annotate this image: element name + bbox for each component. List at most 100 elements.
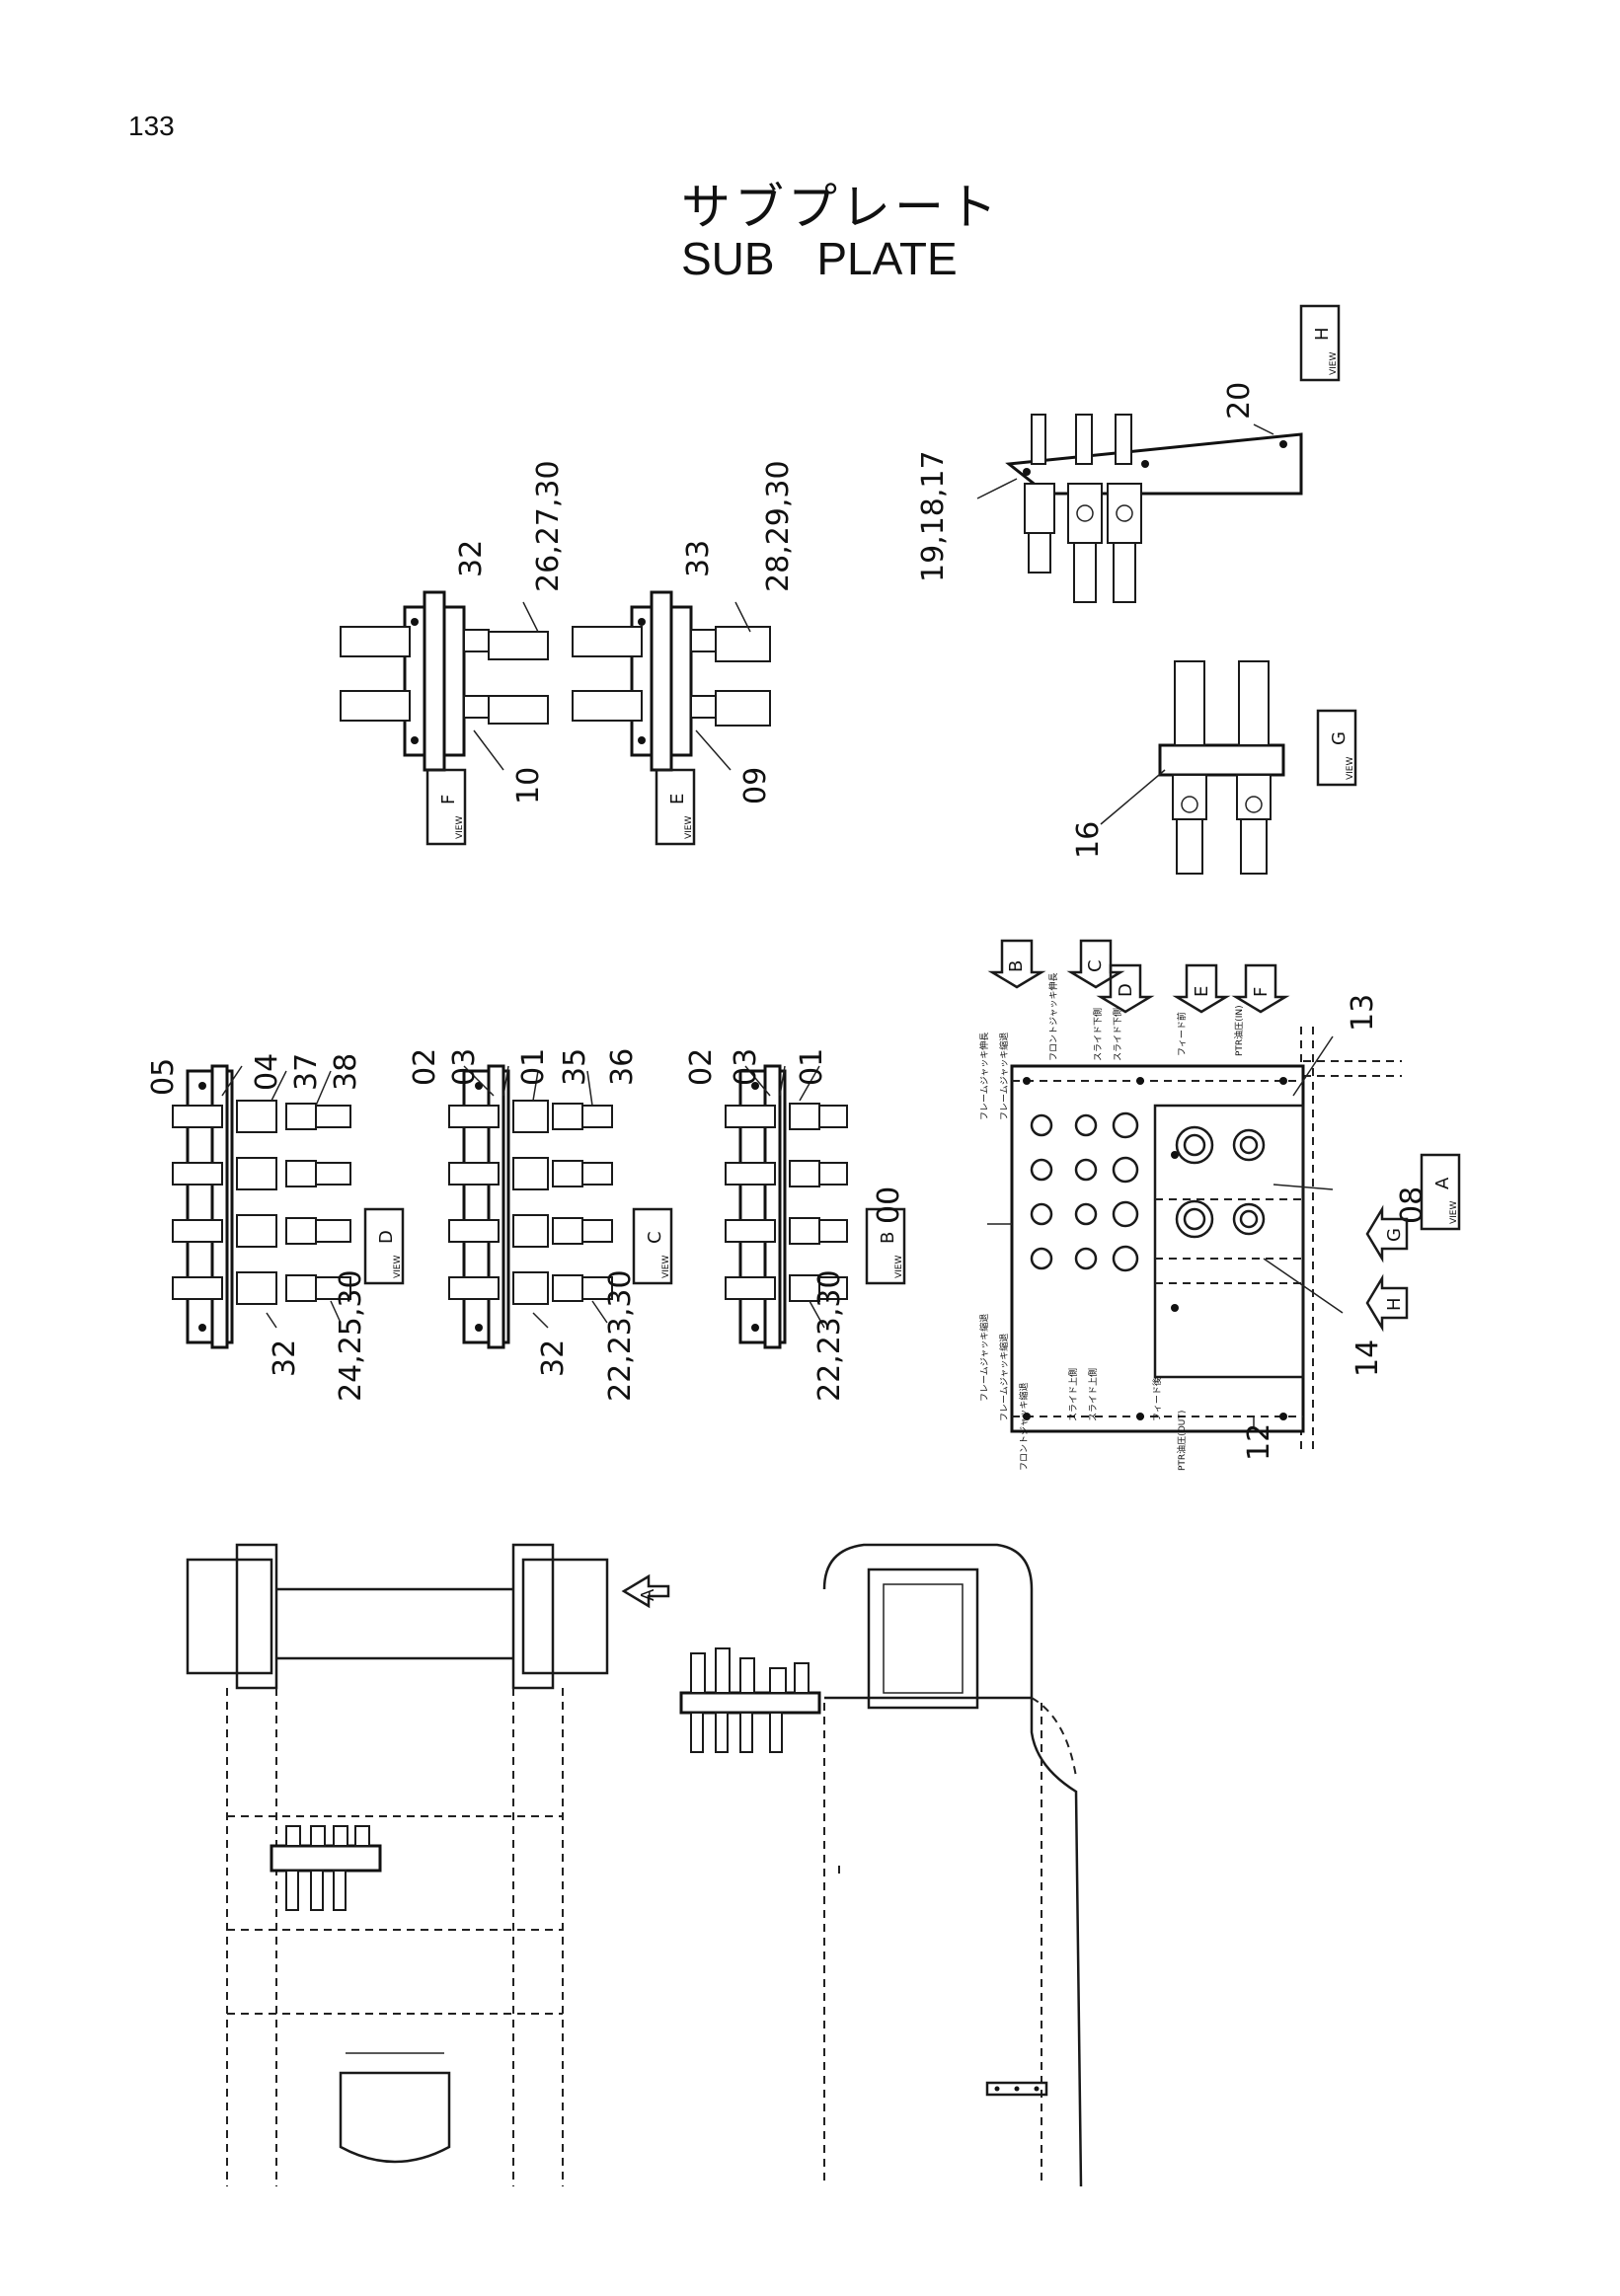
svg-text:B: B bbox=[1006, 960, 1027, 972]
page-number: 133 bbox=[128, 111, 175, 141]
plate-label-right-top-1: PTR油圧(IN) bbox=[1233, 1005, 1245, 1056]
view-c-assembly bbox=[448, 1064, 613, 1349]
callout-09: 09 bbox=[738, 767, 773, 804]
plate-label-bottom-1: フレームジャッキ縮退 bbox=[998, 1334, 1010, 1421]
arrow-view-b: B bbox=[987, 939, 1046, 989]
callout-08: 08 bbox=[1395, 1186, 1429, 1224]
callout-24-25-30: 24,25,30 bbox=[334, 1269, 368, 1402]
plate-label-top-3: スライド下側 bbox=[1092, 1008, 1104, 1061]
plate-label-right-top-0: フィード前 bbox=[1176, 1012, 1188, 1056]
plate-label-bottom-3: スライド上側 bbox=[1067, 1368, 1079, 1421]
callout-03-c: 03 bbox=[447, 1048, 482, 1086]
svg-text:VIEW: VIEW bbox=[393, 1256, 403, 1278]
svg-text:D: D bbox=[1116, 983, 1136, 997]
view-d-letter: D bbox=[376, 1230, 397, 1244]
plate-labels: フレームジャッキ伸長 フレームジャッキ縮退 フロントジャッキ伸長 スライド下側 … bbox=[978, 972, 1245, 1471]
plate-label-bottom-5: フィード後 bbox=[1151, 1377, 1163, 1421]
view-g-tag: G VIEW bbox=[1316, 709, 1357, 787]
arrow-view-d: D bbox=[1096, 963, 1155, 1014]
view-a-tag: A VIEW bbox=[1420, 1153, 1461, 1231]
svg-text:VIEW: VIEW bbox=[1346, 757, 1355, 780]
title-english: SUB PLATE bbox=[681, 233, 958, 284]
view-g-letter: G bbox=[1329, 731, 1350, 745]
callout-32-c: 32 bbox=[536, 1339, 571, 1377]
svg-text:VIEW: VIEW bbox=[1449, 1201, 1459, 1224]
callout-01-b: 01 bbox=[795, 1048, 829, 1086]
arrow-view-c: C bbox=[1066, 939, 1125, 989]
view-e-assembly bbox=[572, 590, 771, 772]
callout-26-27-30: 26,27,30 bbox=[531, 460, 566, 592]
view-d-assembly bbox=[172, 1064, 351, 1349]
view-h-tag: H VIEW bbox=[1299, 304, 1341, 382]
arrow-view-g: G bbox=[1365, 1204, 1409, 1263]
callout-02-b: 02 bbox=[684, 1048, 719, 1086]
plate-label-bottom-2: フロントジャッキ縮退 bbox=[1018, 1382, 1030, 1471]
arrow-view-e: E bbox=[1172, 963, 1231, 1014]
svg-text:C: C bbox=[1085, 959, 1106, 972]
plate-label-top-0: フレームジャッキ伸長 bbox=[978, 1033, 990, 1120]
plate-label-bottom-4: スライド上側 bbox=[1087, 1368, 1099, 1421]
svg-text:VIEW: VIEW bbox=[894, 1256, 904, 1278]
plate-label-top-2: フロントジャッキ伸長 bbox=[1047, 972, 1059, 1061]
svg-text:F: F bbox=[1251, 987, 1272, 997]
view-b-tag: B VIEW bbox=[865, 1207, 906, 1285]
view-h-assembly bbox=[976, 414, 1303, 603]
view-a-assembly bbox=[987, 1027, 1402, 1451]
svg-text:VIEW: VIEW bbox=[661, 1256, 671, 1278]
view-f-tag: F VIEW bbox=[425, 768, 467, 846]
callout-04: 04 bbox=[250, 1053, 284, 1091]
arrow-view-a: A bbox=[621, 1573, 670, 1609]
callout-03-b: 03 bbox=[729, 1048, 763, 1086]
plate-label-bottom-6: PTR油圧(OUT) bbox=[1176, 1411, 1188, 1471]
plate-label-top-4: スライド下側 bbox=[1112, 1008, 1123, 1061]
callout-32-f: 32 bbox=[454, 540, 489, 577]
view-f-letter: F bbox=[438, 795, 459, 804]
view-b-assembly bbox=[725, 1064, 848, 1349]
callout-02-c: 02 bbox=[408, 1048, 442, 1086]
svg-text:VIEW: VIEW bbox=[455, 816, 465, 839]
view-a-letter: A bbox=[1432, 1177, 1453, 1189]
callout-10: 10 bbox=[511, 767, 546, 804]
arrow-view-f: F bbox=[1231, 963, 1290, 1014]
callout-35: 35 bbox=[558, 1048, 592, 1086]
callout-28-29-30: 28,29,30 bbox=[761, 460, 796, 592]
callout-22-23-30-c: 22,23,30 bbox=[603, 1269, 638, 1402]
callout-38: 38 bbox=[329, 1053, 363, 1091]
callout-19-18-17: 19,18,17 bbox=[916, 450, 951, 582]
callout-32-d: 32 bbox=[268, 1339, 302, 1377]
callout-33: 33 bbox=[681, 540, 716, 577]
plate-label-bottom-0: フレームジャッキ縮退 bbox=[978, 1314, 990, 1402]
callout-14: 14 bbox=[1350, 1339, 1385, 1377]
title-japanese: サブプレート bbox=[681, 179, 1001, 236]
view-c-tag: C VIEW bbox=[632, 1207, 673, 1285]
callout-12: 12 bbox=[1242, 1423, 1276, 1461]
callout-20: 20 bbox=[1222, 382, 1257, 420]
machine-frame-left bbox=[186, 1543, 609, 2186]
callout-37: 37 bbox=[289, 1053, 324, 1091]
view-e-tag: E VIEW bbox=[655, 768, 696, 846]
view-b-letter: B bbox=[878, 1232, 898, 1244]
callout-13: 13 bbox=[1346, 994, 1380, 1032]
callout-36: 36 bbox=[605, 1048, 640, 1086]
svg-text:E: E bbox=[1192, 986, 1212, 997]
plate-label-top-1: フレームジャッキ縮退 bbox=[998, 1033, 1010, 1120]
view-h-letter: H bbox=[1312, 327, 1333, 341]
view-c-letter: C bbox=[645, 1231, 665, 1244]
view-f-assembly bbox=[340, 590, 549, 772]
view-d-tag: D VIEW bbox=[363, 1207, 405, 1285]
callout-16: 16 bbox=[1071, 821, 1106, 859]
machine-frame-right bbox=[679, 1543, 1083, 2187]
svg-text:H: H bbox=[1384, 1297, 1405, 1311]
callout-22-23-30-b: 22,23,30 bbox=[812, 1269, 847, 1402]
svg-text:VIEW: VIEW bbox=[684, 816, 694, 839]
svg-text:A: A bbox=[638, 1588, 658, 1601]
view-g-assembly bbox=[1100, 660, 1285, 875]
callout-05: 05 bbox=[146, 1058, 181, 1096]
arrow-view-h: H bbox=[1365, 1273, 1409, 1333]
view-e-letter: E bbox=[667, 794, 688, 804]
callout-01-c: 01 bbox=[516, 1048, 551, 1086]
view-direction-arrows: B C D E F G H A bbox=[621, 939, 1409, 1609]
svg-text:VIEW: VIEW bbox=[1329, 352, 1339, 375]
callout-00: 00 bbox=[872, 1186, 906, 1224]
